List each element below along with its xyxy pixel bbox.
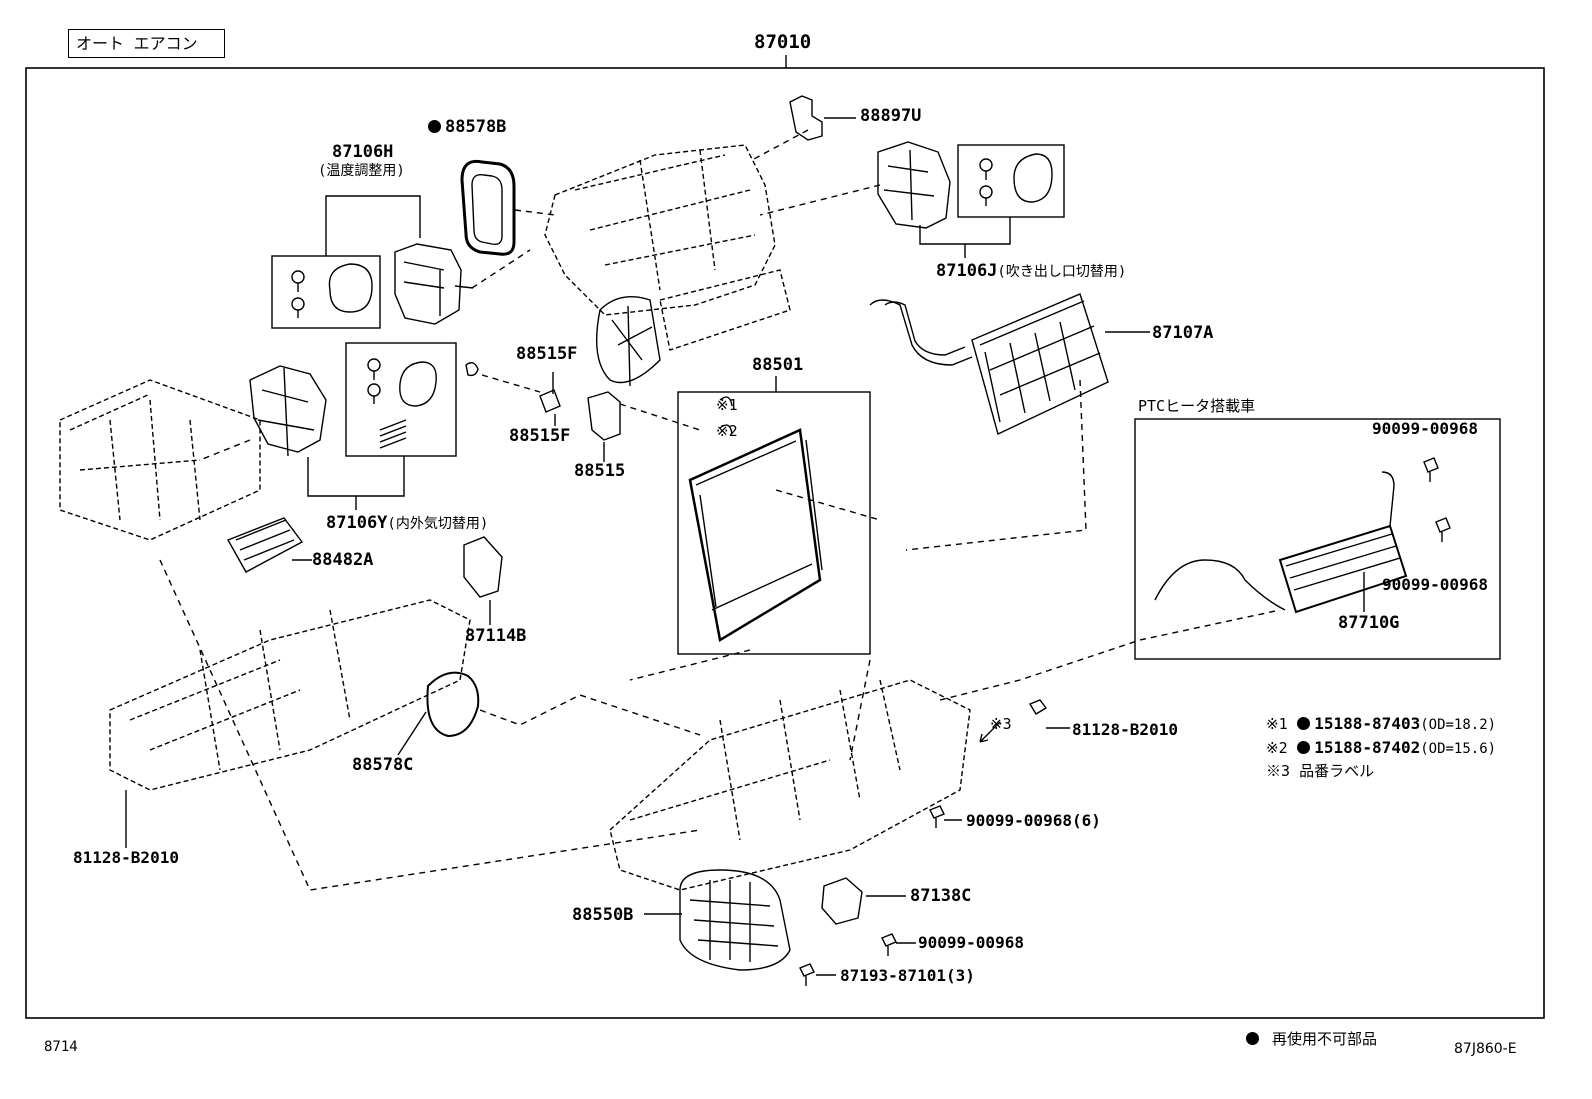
part-88482a[interactable]: 88482A [312, 550, 374, 570]
non-reusable-dot-icon [428, 120, 441, 133]
non-reusable-dot-icon [1297, 741, 1311, 754]
ptc-bolt-bottom[interactable]: 90099-00968 [1382, 575, 1488, 594]
screw-icon [291, 270, 305, 318]
part-88578c[interactable]: 88578C [352, 755, 414, 775]
page-number: 8714 [44, 1039, 78, 1055]
note-2: ※2 15188-87402(OD=15.6) [1266, 738, 1497, 757]
ptc-bolt-top[interactable]: 90099-00968 [1372, 419, 1478, 438]
non-reusable-dot-icon [1297, 717, 1311, 730]
part-88501[interactable]: 88501 [752, 355, 804, 375]
part-88550b[interactable]: 88550B [572, 905, 634, 925]
screw-icon [1423, 457, 1451, 542]
legend-non-reusable: 再使用不可部品 [1246, 1032, 1377, 1047]
screw-icon [979, 158, 993, 206]
part-88578b[interactable]: 88578B [428, 119, 506, 136]
screw-icon [799, 805, 962, 986]
part-88897u[interactable]: 88897U [860, 106, 922, 126]
part-90099-00968[interactable]: 90099-00968 [918, 933, 1024, 952]
ptc-box-title: PTCヒータ搭載車 [1138, 397, 1256, 415]
part-87138c[interactable]: 87138C [910, 886, 972, 906]
note-3: ※3 品番ラベル [1266, 762, 1375, 780]
part-87106h-note: (温度調整用) [318, 163, 405, 179]
part-88515f-lower[interactable]: 88515F [509, 426, 571, 446]
part-81128-right[interactable]: 81128-B2010 [1072, 720, 1178, 739]
part-87114b[interactable]: 87114B [465, 626, 527, 646]
part-88515f-upper[interactable]: 88515F [516, 344, 578, 364]
part-87106j[interactable]: 87106J(吹き出し口切替用) [936, 261, 1127, 281]
part-87107a[interactable]: 87107A [1152, 323, 1214, 343]
mark-3: ※3 [990, 715, 1012, 733]
part-88515[interactable]: 88515 [574, 461, 626, 481]
aircon-type-label: オート エアコン [76, 34, 198, 53]
part-87106j-note: (吹き出し口切替用) [997, 264, 1127, 280]
part-81128-left[interactable]: 81128-B2010 [73, 848, 179, 867]
figure-code: 87J860-E [1454, 1041, 1517, 1057]
part-87106h[interactable]: 87106H [332, 142, 394, 162]
part-87106y[interactable]: 87106Y(内外気切替用) [326, 513, 489, 533]
ptc-heater-87710g[interactable]: 87710G [1338, 613, 1400, 633]
screw-icon [367, 358, 381, 404]
note-1: ※1 15188-87403(OD=18.2) [1266, 714, 1497, 733]
non-reusable-dot-icon [1246, 1032, 1259, 1045]
part-87106y-note: (内外気切替用) [387, 516, 489, 532]
aircon-type-tag [68, 29, 225, 58]
mark-1: ※1 [716, 396, 738, 414]
part-90099-00968-x6[interactable]: 90099-00968(6) [966, 811, 1101, 830]
mark-2: ※2 [716, 422, 738, 440]
part-87193-87101-x3[interactable]: 87193-87101(3) [840, 966, 975, 985]
assembly-number: 87010 [754, 31, 812, 53]
